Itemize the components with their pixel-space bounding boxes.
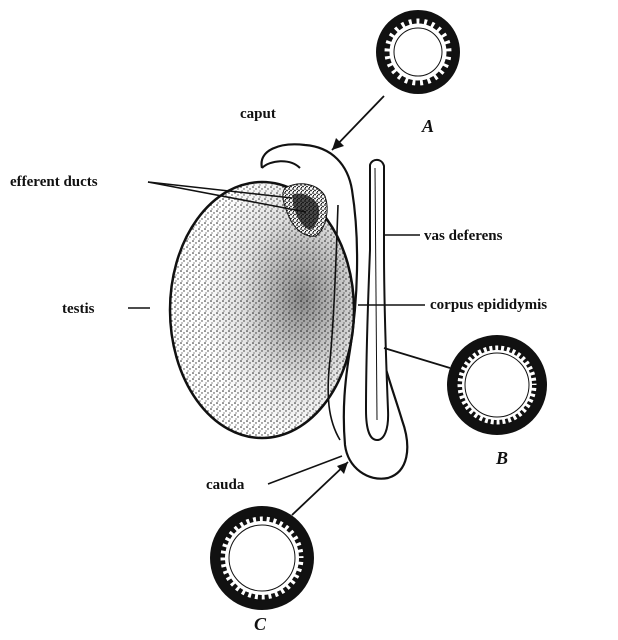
arrow-to-a — [332, 96, 384, 150]
testis-body — [170, 182, 354, 438]
arrow-to-c — [292, 462, 348, 515]
label-cauda: cauda — [206, 477, 245, 493]
cross-section-a — [376, 10, 460, 94]
label-section-a: A — [421, 116, 434, 136]
leader-cauda — [268, 456, 342, 484]
connector-to-b — [384, 348, 450, 368]
cross-section-b — [447, 335, 547, 435]
label-corpus-epididymis: corpus epididymis — [430, 297, 547, 313]
cross-section-c — [210, 506, 314, 610]
label-testis: testis — [62, 301, 95, 317]
vas-deferens-tube — [366, 160, 388, 440]
label-vas-deferens: vas deferens — [424, 228, 503, 244]
label-caput: caput — [240, 106, 276, 122]
label-section-c: C — [254, 614, 267, 634]
label-section-b: B — [495, 448, 508, 468]
label-efferent-ducts: efferent ducts — [10, 174, 98, 190]
